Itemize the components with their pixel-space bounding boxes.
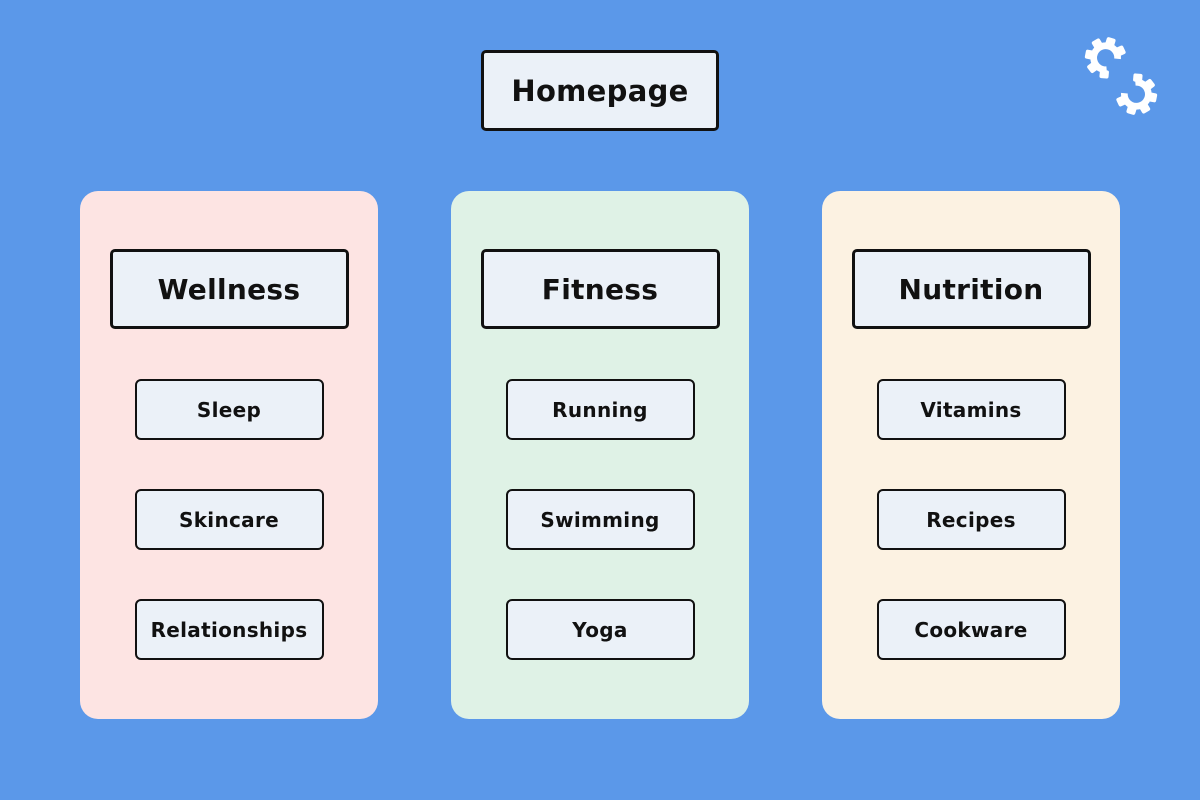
node-subpage-sleep: Sleep (134, 379, 324, 440)
node-subpage-skincare: Skincare (134, 489, 324, 550)
category-panel-wellness: Wellness Sleep Skincare Relationships (80, 191, 378, 719)
category-panel-nutrition: Nutrition Vitamins Recipes Cookware (822, 191, 1120, 719)
category-panel-fitness: Fitness Running Swimming Yoga (451, 191, 749, 719)
node-subpage-vitamins: Vitamins (876, 379, 1066, 440)
node-subpage-relationships: Relationships (134, 599, 324, 660)
interlocking-gears-icon (1073, 28, 1169, 124)
node-subpage-cookware: Cookware (876, 599, 1066, 660)
node-subpage-running: Running (505, 379, 695, 440)
node-homepage: Homepage (481, 50, 719, 131)
node-category-wellness: Wellness (109, 249, 349, 329)
node-subpage-yoga: Yoga (505, 599, 695, 660)
node-category-nutrition: Nutrition (851, 249, 1091, 329)
node-subpage-swimming: Swimming (505, 489, 695, 550)
node-category-fitness: Fitness (480, 249, 720, 329)
node-subpage-recipes: Recipes (876, 489, 1066, 550)
